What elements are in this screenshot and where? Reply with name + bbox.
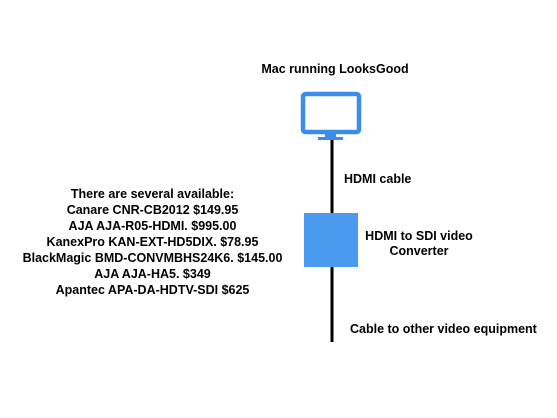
option-item: BlackMagic BMD-CONVMBHS24K6. $145.00 bbox=[22, 251, 283, 265]
output-cable-label: Cable to other video equipment bbox=[350, 322, 537, 336]
monitor-icon bbox=[300, 91, 362, 140]
converter-options-list: There are several available: Canare CNR-… bbox=[0, 186, 305, 298]
monitor-screen bbox=[300, 91, 362, 135]
mac-label: Mac running LooksGood bbox=[261, 62, 409, 76]
monitor-base bbox=[318, 137, 343, 140]
option-item: KanexPro KAN-EXT-HD5DIX. $78.95 bbox=[46, 235, 259, 249]
options-heading: There are several available: bbox=[70, 187, 235, 201]
option-item: Canare CNR-CB2012 $149.95 bbox=[66, 203, 239, 217]
hdmi-cable-label: HDMI cable bbox=[344, 172, 412, 186]
monitor-neck bbox=[325, 132, 336, 138]
converter-box bbox=[304, 213, 358, 267]
option-item: Apantec APA-DA-HDTV-SDI $625 bbox=[55, 283, 250, 297]
option-item: AJA AJA-R05-HDMI. $995.00 bbox=[68, 219, 237, 233]
option-item: AJA AJA-HA5. $349 bbox=[94, 267, 211, 281]
converter-label: HDMI to SDI video Converter bbox=[365, 229, 473, 258]
